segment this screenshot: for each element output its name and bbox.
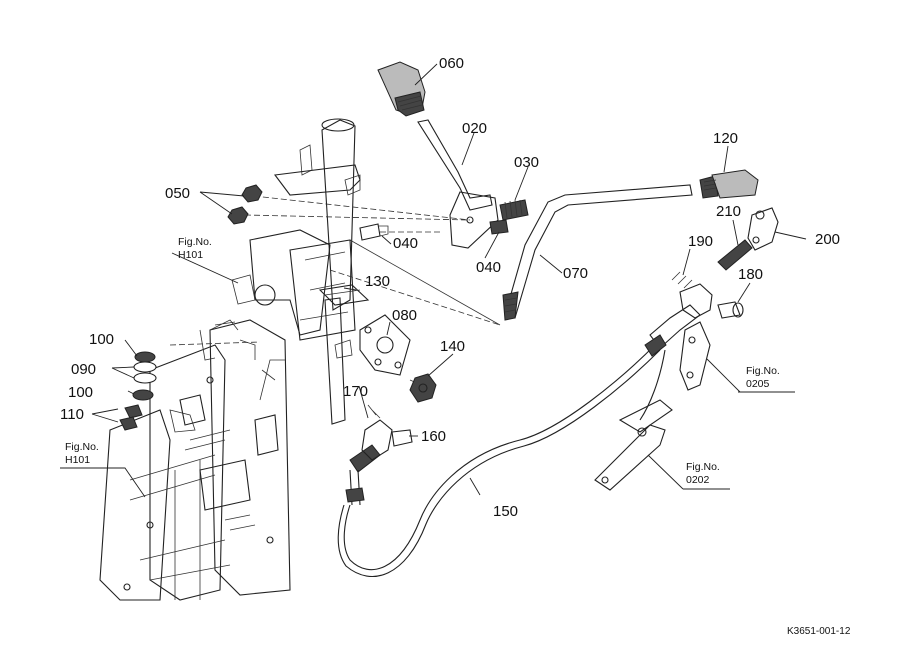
leader-lines xyxy=(60,63,807,498)
cable-150 xyxy=(337,304,701,577)
part-label-020: 020 xyxy=(462,120,487,137)
part-label-040-upper: 040 xyxy=(393,235,418,252)
pin-160 xyxy=(391,429,413,447)
part-label-060: 060 xyxy=(439,55,464,72)
bolt-040a xyxy=(359,223,389,241)
lever-020 xyxy=(417,119,499,249)
part-label-050: 050 xyxy=(165,185,190,202)
nut-140 xyxy=(409,373,437,403)
fig-ref-0205-line2: 0205 xyxy=(746,378,770,390)
part-label-100-upper: 100 xyxy=(89,331,114,348)
fig-ref-0205-line1: Fig.No. xyxy=(746,365,780,377)
stud-080 xyxy=(334,339,353,359)
part-label-210: 210 xyxy=(716,203,741,220)
steering-column-frame xyxy=(99,118,361,601)
part-label-080: 080 xyxy=(392,307,417,324)
part-label-120: 120 xyxy=(713,130,738,147)
part-label-180: 180 xyxy=(738,266,763,283)
part-label-070: 070 xyxy=(563,265,588,282)
part-label-140: 140 xyxy=(440,338,465,355)
fig-ref-h101-lower-line2: H101 xyxy=(65,454,90,466)
part-label-100-lower: 100 xyxy=(68,384,93,401)
fig-ref-h101-upper-line2: H101 xyxy=(178,249,203,261)
clevis-190 xyxy=(671,271,713,319)
lever-070 xyxy=(502,184,693,321)
fig-ref-0202-line2: 0202 xyxy=(686,474,710,486)
rod-130 xyxy=(318,284,370,306)
fig-ref-h101-upper-line1: Fig.No. xyxy=(178,236,212,248)
pin-180 xyxy=(717,301,744,319)
part-label-170: 170 xyxy=(343,383,368,400)
bolt-040b xyxy=(489,219,509,235)
part-label-040-lower: 040 xyxy=(476,259,501,276)
linkage-0205 xyxy=(679,321,711,391)
spring-030 xyxy=(499,199,529,221)
part-label-160: 160 xyxy=(421,428,446,445)
fig-ref-h101-lower-line1: Fig.No. xyxy=(65,441,99,453)
fig-ref-0202-line1: Fig.No. xyxy=(686,461,720,473)
spring-210 xyxy=(717,239,753,271)
figure-references: Fig.No. H101 Fig.No. H101 Fig.No. 0205 F… xyxy=(65,236,780,486)
part-label-130: 130 xyxy=(365,273,390,290)
nuts-050 xyxy=(227,184,263,225)
plate-080 xyxy=(359,314,411,376)
drawing-code: K3651-001-12 xyxy=(787,626,851,637)
part-label-150: 150 xyxy=(493,503,518,520)
bracket-200 xyxy=(747,207,779,251)
part-label-200: 200 xyxy=(815,231,840,248)
part-label-090: 090 xyxy=(71,361,96,378)
part-label-190: 190 xyxy=(688,233,713,250)
washer-stack xyxy=(119,351,157,431)
part-labels: 060 020 030 050 040 040 070 120 210 200 … xyxy=(60,55,840,520)
part-label-110: 110 xyxy=(60,406,84,423)
linkage-0202 xyxy=(594,399,673,491)
knob-060 xyxy=(377,61,426,117)
knob-120 xyxy=(699,169,759,199)
clevis-170 xyxy=(361,404,393,461)
part-label-030: 030 xyxy=(514,154,539,171)
